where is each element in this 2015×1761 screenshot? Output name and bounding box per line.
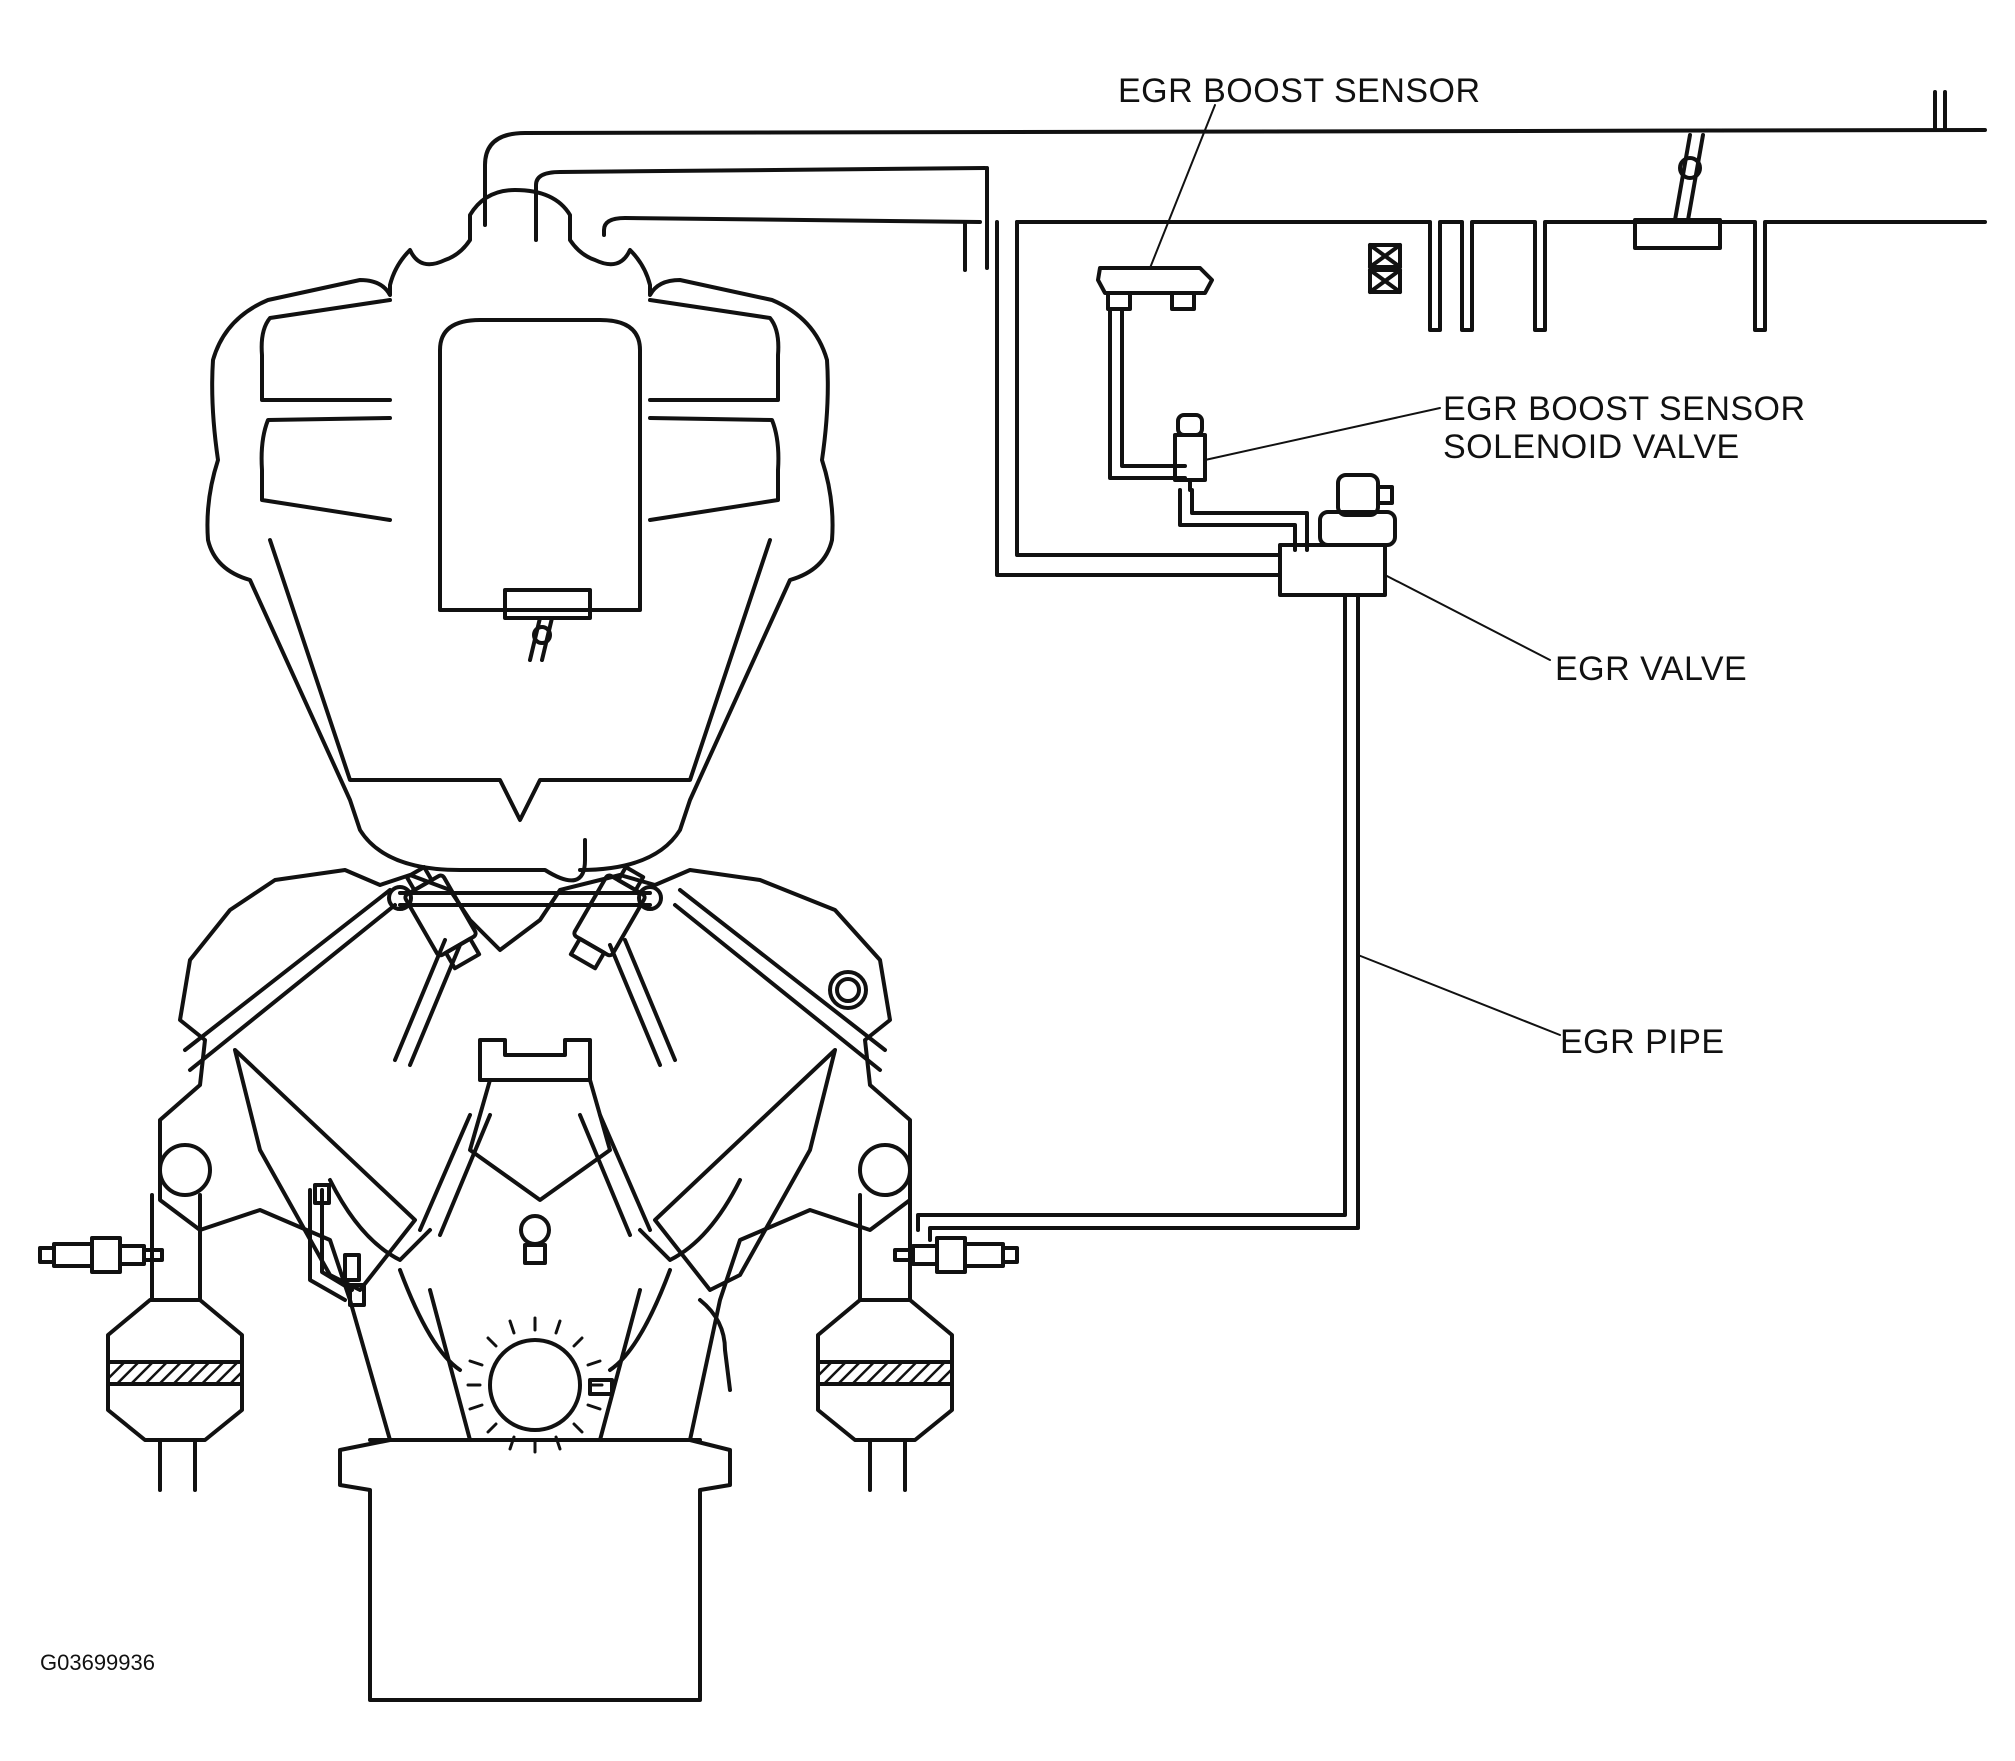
left-fuel-injector <box>403 865 482 971</box>
leader-solenoid-valve <box>1204 407 1441 461</box>
label-solenoid-valve-line2: SOLENOID VALVE <box>1443 428 1740 466</box>
right-exhaust-system <box>816 1193 954 1492</box>
upper-duct <box>483 90 1987 332</box>
label-solenoid-valve-line1: EGR BOOST SENSOR <box>1443 390 1806 428</box>
right-fuel-injector <box>568 865 647 971</box>
intake-manifold <box>205 188 835 883</box>
right-oxygen-sensor <box>893 1236 1019 1274</box>
label-egr-valve: EGR VALVE <box>1555 650 1747 688</box>
leader-egr-boost-sensor <box>1149 104 1216 269</box>
figure-code: G03699936 <box>40 1650 155 1675</box>
leader-lines <box>1149 104 1561 1036</box>
engine-block <box>158 868 912 1702</box>
label-egr-boost-sensor: EGR BOOST SENSOR <box>1118 72 1481 110</box>
egr-valve <box>1278 473 1397 597</box>
label-egr-pipe: EGR PIPE <box>1560 1023 1725 1061</box>
left-oxygen-sensor <box>38 1236 164 1274</box>
egr-pipe <box>916 593 1360 1242</box>
leader-egr-valve <box>1384 574 1551 661</box>
leader-egr-pipe <box>1357 954 1561 1036</box>
left-exhaust-system <box>106 1193 244 1492</box>
vacuum-line <box>995 220 1282 577</box>
egr-boost-sensor <box>1096 266 1214 480</box>
fuel-rail <box>387 885 663 911</box>
egr-boost-sensor-solenoid-valve <box>1173 413 1309 552</box>
